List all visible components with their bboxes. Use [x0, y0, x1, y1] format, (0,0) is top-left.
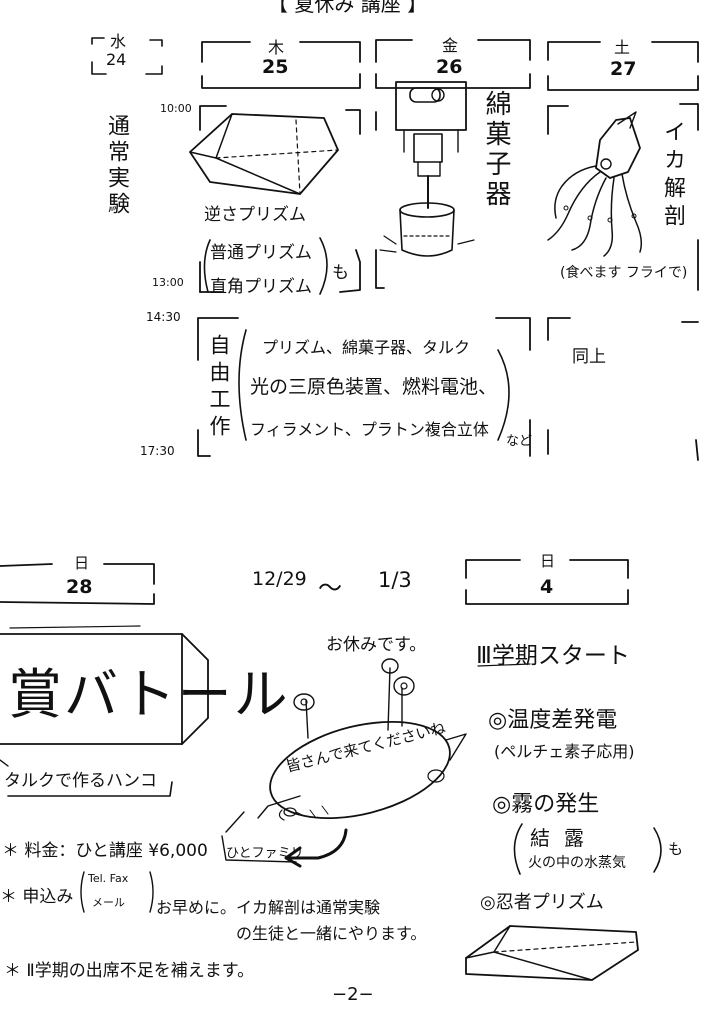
term3-item-ninja-prism: ◎忍者プリズム	[480, 892, 604, 913]
sat-squid-note: (食べます フライで)	[560, 265, 688, 281]
free-craft-line1: プリズム、綿菓子器、タルク	[262, 338, 471, 357]
apply-text: お早めに。イカ解剖は通常実験	[156, 898, 381, 917]
free-craft-line3: フィラメント、プラトン複合立体	[250, 420, 489, 439]
term3-fog-suffix: も	[668, 840, 684, 858]
thu-suffix: も	[332, 263, 349, 283]
thu-item-normal-prism: 普通プリズム	[210, 243, 312, 263]
sat-pm-same: 同上	[572, 347, 606, 367]
holiday-note: お休みです。	[326, 635, 427, 655]
term3-item-fog: ◎霧の発生	[492, 792, 600, 817]
time-1300: 13:00	[152, 276, 184, 289]
term3-item-thermo-sub: (ペルチェ素子応用)	[494, 742, 635, 761]
time-1430: 14:30	[146, 310, 181, 324]
day-sun4-date: 4	[540, 576, 554, 598]
free-craft-line2: 光の三原色装置、燃料電池、	[250, 376, 498, 398]
day-sun28-weekday: 日	[74, 554, 90, 572]
time-1000: 10:00	[160, 102, 192, 115]
term2-makeup-note: ＊ Ⅱ学期の出席不足を補えます。	[4, 961, 255, 981]
holiday-end: 1/3	[378, 568, 412, 592]
day-sun4-weekday: 日	[540, 552, 556, 570]
holiday-start: 12/29	[252, 568, 307, 590]
time-1730: 17:30	[140, 444, 175, 458]
day-sat-weekday: 土	[614, 38, 631, 57]
day-fri-date: 26	[436, 56, 463, 78]
thu-item-right-angle-prism: 直角プリズム	[210, 277, 312, 297]
apply-text2: の生徒と一緒にやります。	[236, 924, 427, 943]
page-number: −2−	[332, 984, 374, 1005]
day-wed-date: 24	[106, 50, 127, 69]
term3-item-thermo-power: ◎温度差発電	[488, 708, 618, 733]
fri-cotton-candy-title: 綿菓子器	[481, 90, 511, 210]
day-thu-date: 25	[262, 56, 289, 78]
thu-item-inverted-prism: 逆さプリズム	[204, 205, 306, 225]
day-sat-date: 27	[610, 58, 637, 80]
holiday-tilde: 〜	[318, 574, 342, 602]
day-sun28-date: 28	[66, 576, 93, 598]
fee-note: ＊ 料金：ひと講座 ¥6,000	[2, 841, 208, 861]
term3-fog-sub2: 火の中の水蒸気	[528, 855, 626, 871]
header-title: 【 夏休み 講座 】	[268, 0, 428, 16]
term3-fog-sub1: 結露	[530, 826, 598, 850]
free-craft-label: 自由工作	[207, 334, 231, 442]
day-wed-weekday: 水	[110, 32, 127, 51]
family-tag: ひとファミリ	[226, 846, 304, 861]
day-thu-weekday: 木	[268, 38, 285, 57]
sat-squid-title: イカ解剖	[660, 120, 685, 232]
free-craft-etc: など	[506, 434, 533, 449]
regular-experiment-label: 通常実験	[104, 114, 129, 218]
stamp-caption: タルクで作るハンコ	[4, 771, 157, 791]
apply-prefix: ＊ 申込み	[0, 887, 74, 907]
apply-tel-fax: Tel. Fax	[88, 872, 129, 885]
day-fri-weekday: 金	[442, 36, 459, 55]
apply-mail: メール	[92, 896, 125, 909]
stamp-text: 賞バトール	[8, 663, 290, 726]
